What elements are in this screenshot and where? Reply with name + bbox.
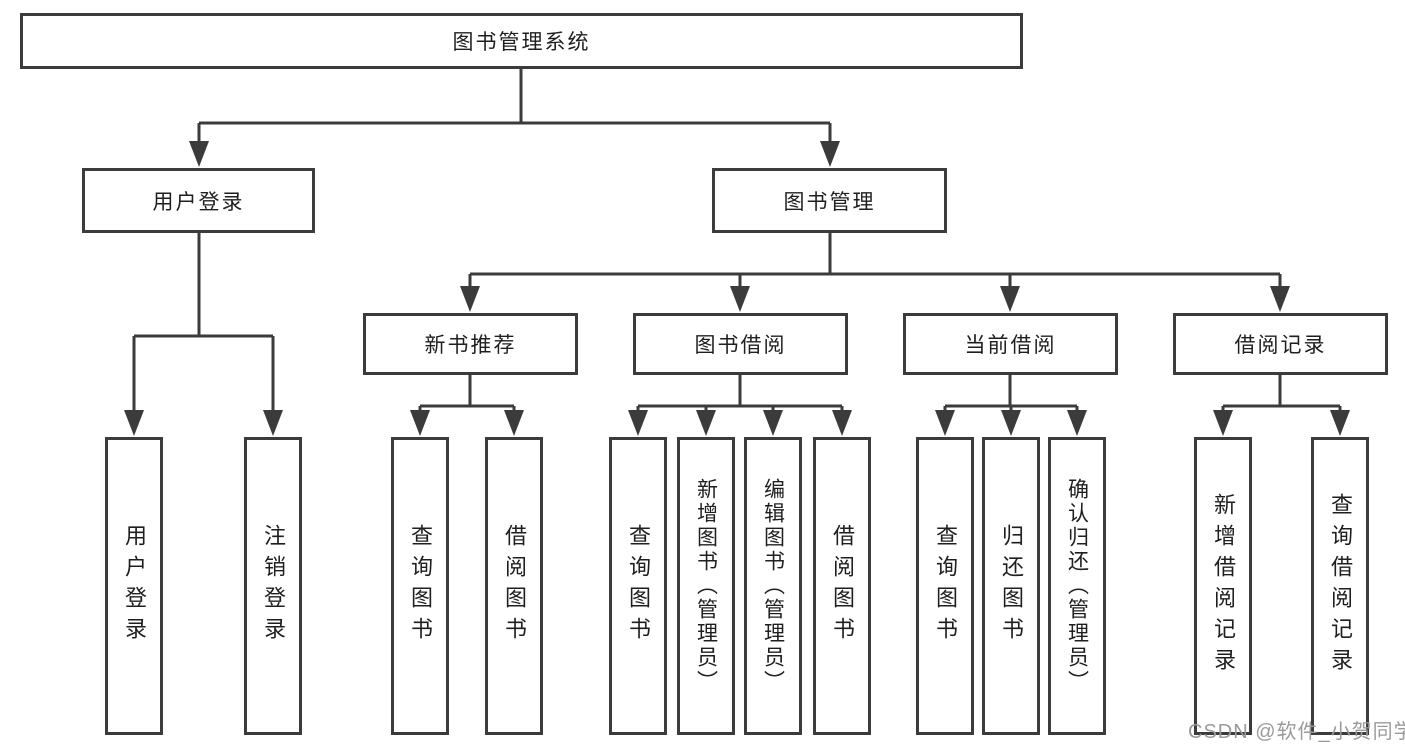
node-root-label: 图书管理系统 xyxy=(452,31,591,54)
leaf-add-borrow-record-label: 新增借阅记录 xyxy=(1211,493,1236,679)
leaf-add-book-admin-label: 新增图书（管理员） xyxy=(694,478,718,694)
leaf-edit-book-admin: 编辑图书（管理员） xyxy=(744,437,802,735)
leaf-query-borrow-record: 查询借阅记录 xyxy=(1311,437,1369,735)
leaf-borrow-books-label: 借阅图书 xyxy=(830,524,855,648)
leaf-query-books-recommend-label: 查询图书 xyxy=(408,524,433,648)
leaf-confirm-return-admin-label: 确认归还（管理员） xyxy=(1065,478,1089,694)
connector-recommend-children xyxy=(410,375,524,436)
leaf-query-books-borrow-label: 查询图书 xyxy=(626,524,651,648)
connector-user-login-children xyxy=(124,233,283,436)
leaf-add-book-admin: 新增图书（管理员） xyxy=(677,437,735,735)
node-borrow-records-label: 借阅记录 xyxy=(1234,334,1327,357)
leaf-query-books-current-label: 查询图书 xyxy=(933,524,958,648)
leaf-user-login-label: 用户登录 xyxy=(122,524,147,648)
node-book-borrow-label: 图书借阅 xyxy=(694,334,787,357)
node-current-borrow-label: 当前借阅 xyxy=(964,334,1057,357)
node-root: 图书管理系统 xyxy=(20,13,1023,69)
leaf-logout: 注销登录 xyxy=(244,437,302,735)
connector-current-children xyxy=(935,375,1087,436)
leaf-edit-book-admin-label: 编辑图书（管理员） xyxy=(761,478,785,694)
leaf-logout-label: 注销登录 xyxy=(261,524,286,648)
node-new-book-recommend: 新书推荐 xyxy=(363,313,578,375)
node-book-management: 图书管理 xyxy=(712,168,947,233)
node-new-book-recommend-label: 新书推荐 xyxy=(424,334,517,357)
leaf-return-book: 归还图书 xyxy=(982,437,1040,735)
connector-records-children xyxy=(1213,375,1350,436)
leaf-add-borrow-record: 新增借阅记录 xyxy=(1194,437,1252,735)
leaf-query-borrow-record-label: 查询借阅记录 xyxy=(1328,493,1353,679)
leaf-return-book-label: 归还图书 xyxy=(999,524,1024,648)
node-book-borrow: 图书借阅 xyxy=(633,313,848,375)
leaf-borrow-books: 借阅图书 xyxy=(813,437,871,735)
leaf-query-books-current: 查询图书 xyxy=(916,437,974,735)
node-borrow-records: 借阅记录 xyxy=(1173,313,1388,375)
leaf-query-books-recommend: 查询图书 xyxy=(391,437,449,735)
connector-book-management-children xyxy=(460,233,1290,312)
watermark: CSDN @软件_小贺同学 xyxy=(1188,721,1405,743)
node-user-login-branch: 用户登录 xyxy=(82,168,315,233)
connector-borrow-children xyxy=(628,375,852,436)
node-book-management-label: 图书管理 xyxy=(783,190,876,214)
leaf-borrow-books-recommend: 借阅图书 xyxy=(485,437,543,735)
leaf-confirm-return-admin: 确认归还（管理员） xyxy=(1048,437,1106,735)
leaf-user-login: 用户登录 xyxy=(105,437,163,735)
node-current-borrow: 当前借阅 xyxy=(903,313,1118,375)
node-user-login-branch-label: 用户登录 xyxy=(152,190,245,214)
leaf-borrow-books-recommend-label: 借阅图书 xyxy=(502,524,527,648)
leaf-query-books-borrow: 查询图书 xyxy=(609,437,667,735)
connector-root-to-level2 xyxy=(189,69,840,167)
